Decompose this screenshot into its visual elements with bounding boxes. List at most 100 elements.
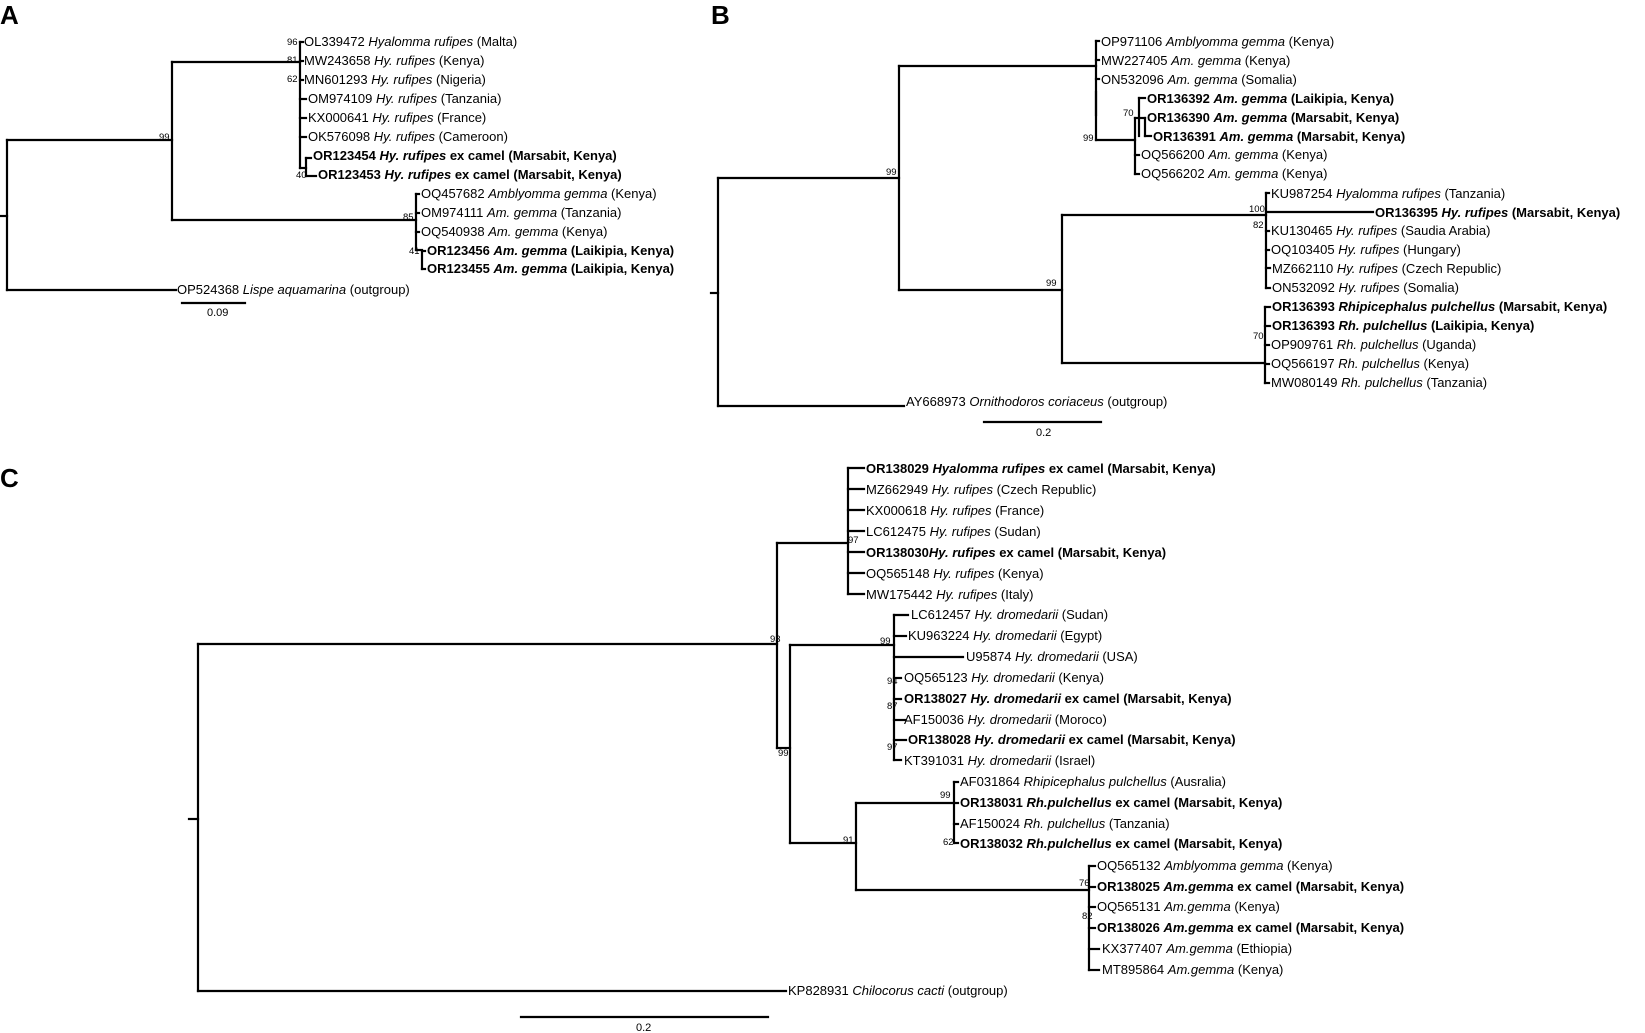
panel-a: A (0, 0, 674, 319)
support-value: 82 (1082, 911, 1093, 922)
taxon-label: MW243658 Hy. rufipes (Kenya) (304, 53, 484, 68)
taxon-label: OR123455 Am. gemma (Laikipia, Kenya) (427, 261, 674, 276)
taxon-label: OQ566200 Am. gemma (Kenya) (1141, 147, 1327, 162)
taxon-label: OQ457682 Amblyomma gemma (Kenya) (421, 186, 657, 201)
taxon-label: MT895864 Am.gemma (Kenya) (1102, 962, 1283, 977)
taxon-label: OQ565131 Am.gemma (Kenya) (1097, 899, 1280, 914)
taxon-label: OP524368 Lispe aquamarina (outgroup) (177, 282, 410, 297)
taxon-label: OR138025 Am.gemma ex camel (Marsabit, Ke… (1097, 879, 1404, 894)
taxon-label: OR136393 Rhipicephalus pulchellus (Marsa… (1272, 299, 1607, 314)
taxon-label: OR123456 Am. gemma (Laikipia, Kenya) (427, 243, 674, 258)
tree-branches-a (0, 40, 427, 305)
support-values-c: 97 93 99 94 87 97 99 99 62 91 76 82 (770, 535, 1093, 922)
taxon-label: KU963224 Hy. dromedarii (Egypt) (908, 628, 1102, 643)
support-value: 40 (296, 170, 307, 181)
taxon-label: MW080149 Rh. pulchellus (Tanzania) (1271, 375, 1487, 390)
taxon-label: OQ566197 Rh. pulchellus (Kenya) (1271, 356, 1469, 371)
taxon-label: LC612475 Hy. rufipes (Sudan) (866, 524, 1041, 539)
support-value: 76 (1079, 878, 1090, 889)
support-values-b: 70 99 99 100 82 99 70 (886, 108, 1265, 342)
support-value: 82 (1253, 220, 1264, 231)
support-values-a: 96 81 62 99 40 85 41 (159, 37, 420, 257)
taxon-label: OR138028 Hy. dromedarii ex camel (Marsab… (908, 732, 1236, 747)
taxon-label: OR138029 Hyalomma rufipes ex camel (Mars… (866, 461, 1216, 476)
support-value: 70 (1253, 331, 1264, 342)
panel-b: B (709, 0, 1620, 439)
taxon-label: OR136395 Hy. rufipes (Marsabit, Kenya) (1375, 205, 1620, 220)
taxon-label: U95874 Hy. dromedarii (USA) (966, 649, 1138, 664)
taxon-label: AY668973 Ornithodoros coriaceus (outgrou… (906, 394, 1167, 409)
taxon-label: OQ565132 Amblyomma gemma (Kenya) (1097, 858, 1333, 873)
support-value: 99 (886, 167, 897, 178)
support-value: 99 (159, 132, 170, 143)
support-value: 41 (409, 246, 420, 257)
scale-bar-label-b: 0.2 (1036, 427, 1051, 439)
taxon-label: AF150036 Hy. dromedarii (Moroco) (904, 712, 1107, 727)
taxon-label: MW227405 Am. gemma (Kenya) (1101, 53, 1290, 68)
taxon-label: MW175442 Hy. rufipes (Italy) (866, 587, 1033, 602)
support-value: 81 (287, 55, 298, 66)
support-value: 62 (287, 74, 298, 85)
support-value: 97 (848, 535, 859, 546)
taxon-label: OR136392 Am. gemma (Laikipia, Kenya) (1147, 91, 1394, 106)
taxon-label: OR138030Hy. rufipes ex camel (Marsabit, … (866, 545, 1166, 560)
scale-bar-label-c: 0.2 (636, 1022, 651, 1033)
taxon-label: ON532096 Am. gemma (Somalia) (1101, 72, 1297, 87)
support-value: 93 (770, 634, 781, 645)
panel-label-a: A (0, 0, 19, 30)
taxon-label: OQ565123 Hy. dromedarii (Kenya) (904, 670, 1104, 685)
support-value: 100 (1249, 204, 1265, 215)
support-value: 91 (843, 835, 854, 846)
taxon-label: OP971106 Amblyomma gemma (Kenya) (1101, 34, 1334, 49)
taxon-label: OR138031 Rh.pulchellus ex camel (Marsabi… (960, 795, 1282, 810)
taxon-label: AF031864 Rhipicephalus pulchellus (Ausra… (960, 774, 1226, 789)
scale-bar-label-a: 0.09 (207, 307, 228, 319)
taxon-labels-a: OL339472 Hyalomma rufipes (Malta) MW2436… (177, 34, 674, 297)
taxon-label: KP828931 Chilocorus cacti (outgroup) (788, 983, 1008, 998)
support-value: 96 (287, 37, 298, 48)
taxon-labels-c: OR138029 Hyalomma rufipes ex camel (Mars… (788, 461, 1404, 998)
taxon-label: OR136393 Rh. pulchellus (Laikipia, Kenya… (1272, 318, 1534, 333)
support-value: 85 (403, 212, 414, 223)
taxon-label: OR138026 Am.gemma ex camel (Marsabit, Ke… (1097, 920, 1404, 935)
taxon-label: OM974111 Am. gemma (Tanzania) (421, 205, 621, 220)
taxon-label: KU987254 Hyalomma rufipes (Tanzania) (1271, 186, 1505, 201)
taxon-label: AF150024 Rh. pulchellus (Tanzania) (960, 816, 1170, 831)
taxon-label: OQ103405 Hy. rufipes (Hungary) (1271, 242, 1461, 257)
taxon-label: OP909761 Rh. pulchellus (Uganda) (1271, 337, 1476, 352)
support-value: 99 (1046, 278, 1057, 289)
taxon-label: OQ565148 Hy. rufipes (Kenya) (866, 566, 1044, 581)
taxon-label: MZ662110 Hy. rufipes (Czech Republic) (1272, 261, 1501, 276)
support-value: 70 (1123, 108, 1134, 119)
taxon-label: KX377407 Am.gemma (Ethiopia) (1102, 941, 1292, 956)
taxon-label: OQ566202 Am. gemma (Kenya) (1141, 166, 1327, 181)
taxon-label: OR138027 Hy. dromedarii ex camel (Marsab… (904, 691, 1232, 706)
support-value: 99 (880, 636, 891, 647)
support-value: 62 (943, 837, 954, 848)
taxon-label: KT391031 Hy. dromedarii (Israel) (904, 753, 1095, 768)
taxon-label: OL339472 Hyalomma rufipes (Malta) (304, 34, 517, 49)
taxon-label: ON532092 Hy. rufipes (Somalia) (1272, 280, 1459, 295)
tree-branches-c (187, 466, 1101, 1019)
taxon-label: OM974109 Hy. rufipes (Tanzania) (308, 91, 501, 106)
taxon-label: OR138032 Rh.pulchellus ex camel (Marsabi… (960, 836, 1282, 851)
support-value: 99 (778, 748, 789, 759)
taxon-label: OR123453 Hy. rufipes ex camel (Marsabit,… (318, 167, 622, 182)
taxon-labels-b: OP971106 Amblyomma gemma (Kenya) MW22740… (906, 34, 1620, 409)
panel-label-c: C (0, 463, 19, 493)
taxon-label: KX000618 Hy. rufipes (France) (866, 503, 1044, 518)
taxon-label: LC612457 Hy. dromedarii (Sudan) (911, 607, 1108, 622)
support-value: 99 (1083, 133, 1094, 144)
taxon-label: KX000641 Hy. rufipes (France) (308, 110, 486, 125)
taxon-label: KU130465 Hy. rufipes (Saudia Arabia) (1271, 223, 1490, 238)
taxon-label: MN601293 Hy. rufipes (Nigeria) (304, 72, 486, 87)
taxon-label: OR136390 Am. gemma (Marsabit, Kenya) (1147, 110, 1399, 125)
panel-label-b: B (711, 0, 730, 30)
taxon-label: OQ540938 Am. gemma (Kenya) (421, 224, 607, 239)
panel-c: C (0, 461, 1404, 1033)
tree-branches-b (709, 39, 1375, 424)
support-value: 99 (940, 790, 951, 801)
support-value: 94 (887, 676, 898, 687)
support-value: 97 (887, 742, 898, 753)
